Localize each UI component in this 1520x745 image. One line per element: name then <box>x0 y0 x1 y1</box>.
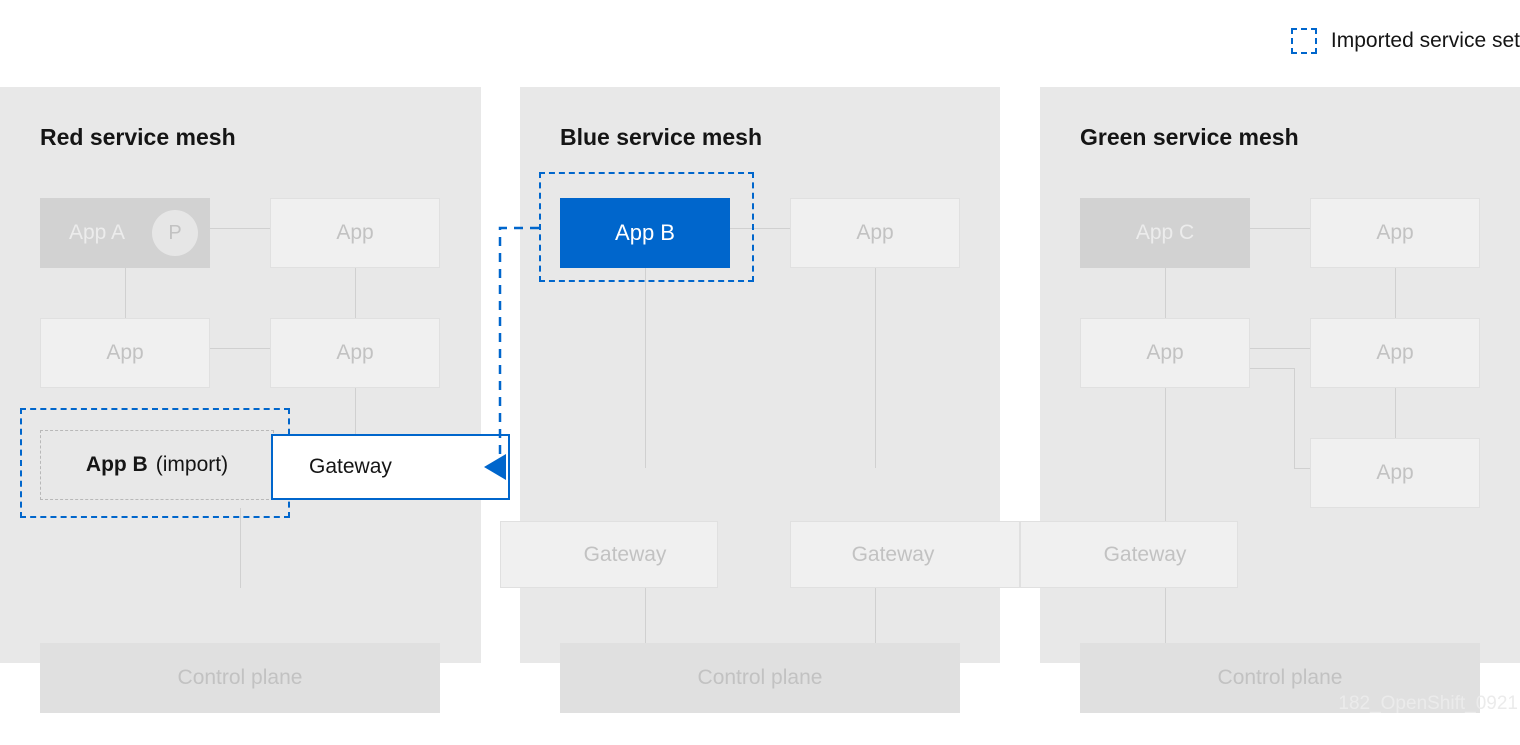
imported-service-set-group: App B (import) <box>20 408 290 518</box>
proxy-badge-label: P <box>168 221 182 244</box>
node-app-top-right[interactable]: App <box>270 198 440 268</box>
node-gateway-red[interactable]: Gateway <box>271 434 510 500</box>
watermark: 182_OpenShift_0921 <box>1338 693 1518 714</box>
node-control-plane[interactable]: Control plane <box>1080 643 1480 713</box>
node-app-c-label: App C <box>1135 221 1195 244</box>
connector-line <box>1250 348 1312 349</box>
node-label: App <box>856 221 894 244</box>
connector-line <box>645 268 646 468</box>
node-app-mid-right[interactable]: App <box>1310 318 1480 388</box>
node-gateway-red-label: Gateway <box>309 455 392 478</box>
node-app-b-label: App B <box>615 220 675 245</box>
node-label: App <box>1376 461 1414 484</box>
mesh-panel-blue: Blue service mesh App B App Gateway Gate… <box>500 87 1020 713</box>
mesh-panel-green: Green service mesh App C App App App App… <box>1020 87 1520 713</box>
node-app-top-right[interactable]: App <box>1310 198 1480 268</box>
node-control-plane[interactable]: Control plane <box>560 643 960 713</box>
connector-line <box>1294 468 1312 469</box>
proxy-badge-icon: P <box>152 210 198 256</box>
node-label: Control plane <box>1217 666 1343 689</box>
node-app-mid-left[interactable]: App <box>1080 318 1250 388</box>
node-app-b-import[interactable]: App B (import) <box>40 430 274 500</box>
node-label: Gateway <box>851 542 935 566</box>
node-gateway-left[interactable]: Gateway <box>500 521 718 588</box>
connector-line <box>645 588 646 643</box>
connector-line <box>1395 388 1396 468</box>
connector-line <box>1250 228 1312 229</box>
connector-line <box>240 508 241 588</box>
node-app-mid-right[interactable]: App <box>270 318 440 388</box>
connector-line <box>1165 388 1166 521</box>
connector-line <box>125 268 126 348</box>
node-label: App <box>106 341 144 364</box>
node-app-a-label: App A <box>68 221 126 244</box>
connector-line <box>210 228 272 229</box>
node-label: Control plane <box>177 666 303 689</box>
connector-line <box>355 388 356 468</box>
node-control-plane[interactable]: Control plane <box>40 643 440 713</box>
node-gateway-right[interactable]: Gateway <box>790 521 1020 588</box>
mesh-title-blue: Blue service mesh <box>560 124 763 150</box>
mesh-title-red: Red service mesh <box>40 124 236 150</box>
node-gateway-green[interactable]: Gateway <box>1020 521 1238 588</box>
mesh-title-green: Green service mesh <box>1080 124 1299 150</box>
connector-line <box>730 228 792 229</box>
connector-line <box>1294 368 1295 468</box>
legend-label: Imported service set <box>1330 29 1520 52</box>
node-app-b[interactable]: App B <box>560 198 730 268</box>
connector-line <box>1165 268 1166 348</box>
node-label: App <box>1376 341 1414 364</box>
exported-service-set-group <box>539 172 754 282</box>
node-label: Control plane <box>697 666 823 689</box>
connector-line <box>875 268 876 468</box>
connector-line <box>210 348 272 349</box>
node-app-bottom-right[interactable]: App <box>1310 438 1480 508</box>
node-label: App <box>1376 221 1414 244</box>
node-app-b-import-qualifier: (import) <box>155 453 229 476</box>
connector-line <box>1395 268 1396 348</box>
mesh-panel-red: Red service mesh App A P App App App Con… <box>0 87 481 713</box>
connector-line <box>1250 368 1294 369</box>
node-label: App <box>336 221 374 244</box>
node-label: Gateway <box>1103 542 1187 566</box>
node-app-b-import-name: App B <box>85 453 148 476</box>
connector-line <box>1165 588 1166 643</box>
node-label: Gateway <box>583 542 667 566</box>
node-app-c[interactable]: App C <box>1080 198 1250 268</box>
node-label: App <box>1146 341 1184 364</box>
node-label: App <box>336 341 374 364</box>
connector-line <box>355 268 356 348</box>
dashed-square-icon <box>1290 28 1317 54</box>
node-app-top-right[interactable]: App <box>790 198 960 268</box>
legend: Imported service set <box>1290 28 1520 54</box>
connector-line <box>875 588 876 643</box>
node-app-mid-left[interactable]: App <box>40 318 210 388</box>
